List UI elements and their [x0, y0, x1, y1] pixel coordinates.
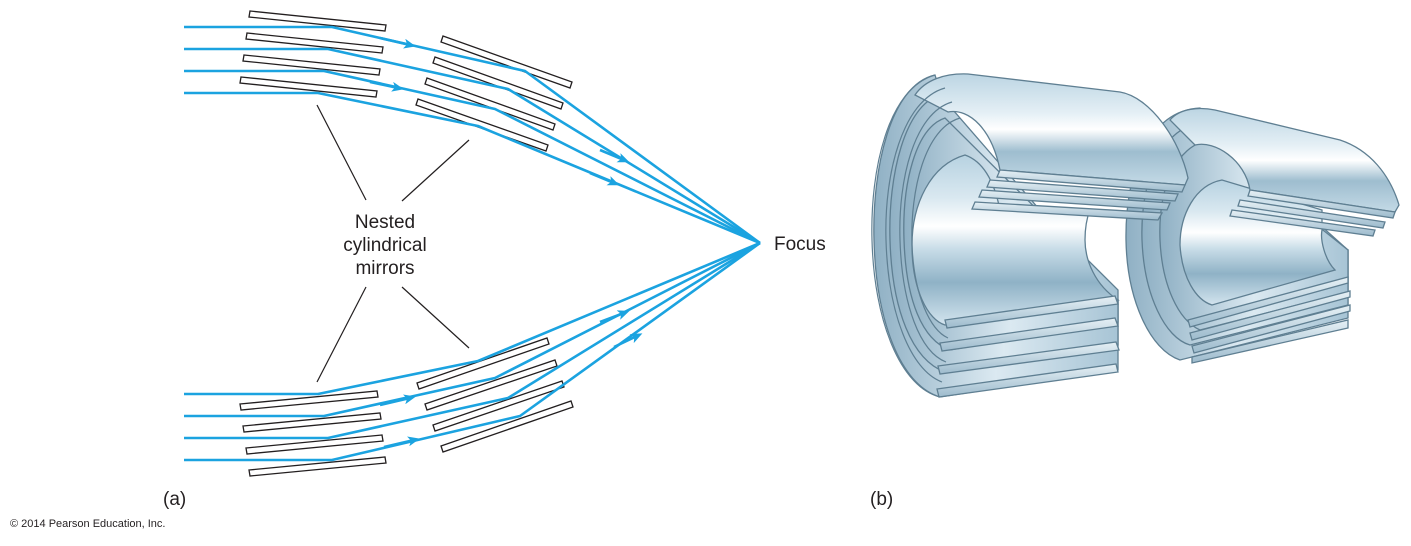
mirror-plate: [1191, 319, 1349, 364]
mirror-plate: [937, 341, 1120, 375]
mirror: [245, 434, 384, 455]
mirror-plate: [1247, 189, 1396, 219]
arrow-icon: [589, 171, 620, 186]
mirror-plate: [1191, 304, 1351, 354]
ray: [184, 241, 761, 396]
ray: [184, 241, 761, 440]
mirror: [239, 76, 378, 98]
mirror: [248, 456, 387, 477]
mirror-plate: [1229, 209, 1376, 237]
panel-b: (b): [870, 73, 1400, 510]
panel-a: Nested cylindrical mirrors Focus (a): [163, 10, 826, 510]
mirrors-top-stage-2: [415, 35, 573, 152]
mirror: [245, 32, 384, 54]
leader-line: [401, 286, 470, 349]
mirror-label-line-1: Nested: [355, 212, 415, 233]
ray-arrows-top: [369, 36, 630, 186]
leader-line: [401, 139, 470, 202]
mirror: [242, 412, 382, 433]
panel-b-label: (b): [870, 489, 893, 510]
leader-line: [316, 286, 367, 383]
ray-arrows-bottom: [379, 310, 643, 449]
mirror-assembly-front: [871, 73, 1189, 398]
mirror: [424, 77, 556, 131]
mirror-label-line-2: cylindrical: [343, 235, 426, 256]
arrow-icon: [599, 148, 630, 163]
ray: [184, 25, 761, 245]
mirror-shell-top: [1169, 107, 1400, 213]
arrow-icon: [379, 36, 416, 49]
arrow-icon: [369, 80, 404, 92]
ring-edges: [871, 74, 961, 398]
leader-lines: [316, 104, 470, 383]
arrow-icon: [379, 394, 416, 407]
mirror-plate: [939, 317, 1119, 352]
arrow-icon: [599, 310, 630, 324]
mirror-plate: [936, 363, 1119, 398]
focus-label: Focus: [774, 234, 826, 255]
arrow-icon: [383, 436, 420, 449]
ray: [184, 69, 761, 245]
ray: [184, 47, 761, 245]
mirror: [424, 359, 558, 411]
mirror-plate: [986, 179, 1179, 202]
ray: [184, 241, 761, 462]
mirror: [432, 380, 565, 432]
leader-line: [316, 104, 367, 201]
ray: [184, 91, 761, 245]
mirror-plate: [1237, 199, 1386, 229]
mirror-plate: [971, 201, 1164, 221]
panel-a-label: (a): [163, 489, 186, 510]
mirror-plate: [944, 295, 1119, 329]
mirrors-bottom-stage-1: [239, 390, 387, 477]
mirror-plate: [1189, 290, 1351, 341]
mirror: [415, 98, 549, 152]
mirror-shell-top: [914, 73, 1189, 186]
mirrors-top-stage-1: [239, 10, 387, 98]
mirror-plate: [996, 169, 1186, 193]
copyright-notice: © 2014 Pearson Education, Inc.: [10, 518, 166, 530]
mirrors-bottom-stage-2: [416, 337, 574, 453]
mirror-label-line-3: mirrors: [355, 258, 414, 279]
mirror: [440, 35, 573, 89]
mirror: [432, 56, 564, 110]
mirror: [440, 400, 574, 453]
mirror-plate: [1187, 276, 1349, 328]
mirror: [416, 337, 550, 390]
mirror: [248, 10, 387, 32]
mirror: [239, 390, 379, 411]
mirror-plate: [978, 189, 1171, 211]
rays-top: [184, 25, 761, 245]
mirror: [242, 54, 381, 76]
arrow-icon: [613, 333, 643, 349]
